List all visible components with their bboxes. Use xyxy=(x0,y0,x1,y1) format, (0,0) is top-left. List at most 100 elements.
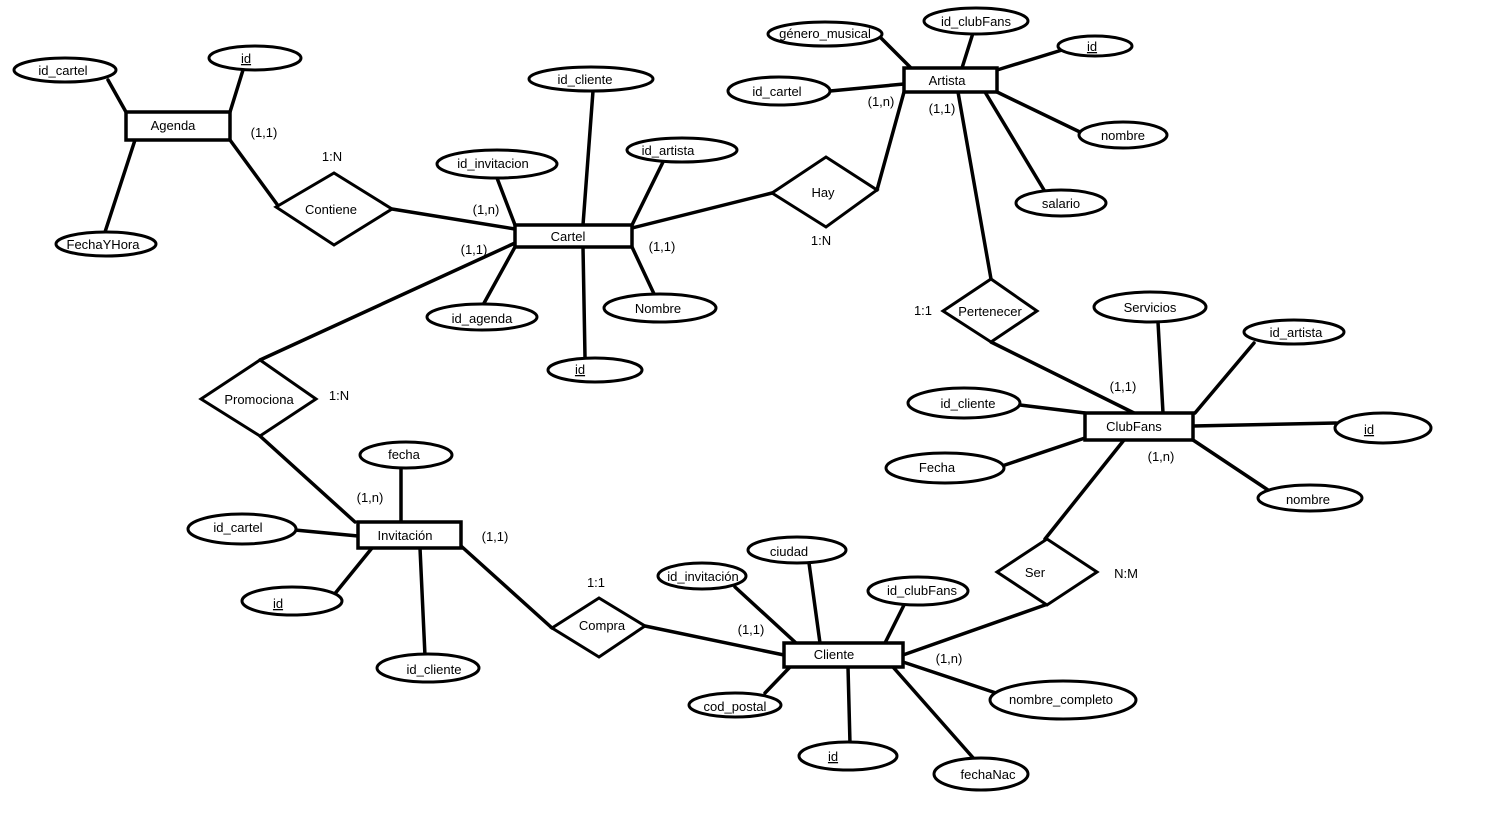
attribute-clubfans-servicios: Servicios xyxy=(1092,290,1208,324)
attribute-artista-id-clubfans-label: id_clubFans xyxy=(941,14,1012,29)
cardinality-artista-hay: (1,n) xyxy=(868,94,895,109)
attribute-clubfans-fecha-label: Fecha xyxy=(919,460,956,475)
ratio-promociona: 1:N xyxy=(329,388,349,403)
ratio-compra: 1:1 xyxy=(587,575,605,590)
cardinality-artista-pertenecer: (1,1) xyxy=(929,101,956,116)
attribute-clubfans-id-artista: id_artista xyxy=(1242,318,1346,346)
ratio-pertenecer: 1:1 xyxy=(914,303,932,318)
attribute-clubfans-id-cliente: id_cliente xyxy=(906,386,1022,420)
entity-clubfans: ClubFans xyxy=(1083,411,1195,442)
entity-invitacion-label: Invitación xyxy=(378,528,433,543)
attribute-cartel-id-cliente: id_cliente xyxy=(527,65,655,93)
attribute-clubfans-id-artista-label: id_artista xyxy=(1270,325,1324,340)
cardinality-invitacion-compra: (1,1) xyxy=(482,529,509,544)
attribute-cartel-id-invitacion-label: id_invitacion xyxy=(457,156,529,171)
attribute-artista-nombre-label: nombre xyxy=(1101,128,1145,143)
attribute-cartel-id-label: id xyxy=(575,362,585,377)
attribute-artista-salario-label: salario xyxy=(1042,196,1080,211)
attribute-cartel-id-invitacion: id_invitacion xyxy=(435,148,559,180)
ratio-contiene: 1:N xyxy=(322,149,342,164)
attribute-cliente-nombre-completo: nombre_completo xyxy=(988,679,1138,721)
relationship-ser: Ser xyxy=(994,537,1100,607)
attribute-artista-salario: salario xyxy=(1014,188,1108,218)
entity-agenda: Agenda xyxy=(124,110,232,142)
attribute-cliente-ciudad: ciudad xyxy=(746,535,848,565)
relationship-hay: Hay xyxy=(769,155,880,229)
entity-clubfans-label: ClubFans xyxy=(1106,419,1162,434)
attribute-cartel-nombre: Nombre xyxy=(602,292,718,324)
attribute-cartel-id-agenda-label: id_agenda xyxy=(452,311,513,326)
attribute-clubfans-nombre-label: nombre xyxy=(1286,492,1330,507)
entity-agenda-label: Agenda xyxy=(151,118,197,133)
cardinality-invitacion-promociona: (1,n) xyxy=(357,490,384,505)
attribute-cliente-nombre-completo-label: nombre_completo xyxy=(1009,692,1113,707)
attribute-agenda-fechayhora: FechaYHora xyxy=(54,230,158,258)
relationship-promociona-label: Promociona xyxy=(224,392,294,407)
attribute-cliente-id-label: id xyxy=(828,749,838,764)
attribute-agenda-id-cartel: id_cartel xyxy=(12,56,118,84)
relationship-compra-label: Compra xyxy=(579,618,626,633)
attribute-clubfans-nombre: nombre xyxy=(1256,483,1364,513)
relationship-contiene-label: Contiene xyxy=(305,202,357,217)
relationship-promociona: Promociona xyxy=(198,358,319,438)
attribute-invitacion-id-cartel: id_cartel xyxy=(186,512,298,546)
attribute-cliente-fechanac: fechaNac xyxy=(932,756,1030,792)
attribute-invitacion-id-label: id xyxy=(273,596,283,611)
attribute-invitacion-id: id xyxy=(240,585,344,617)
entity-cliente-label: Cliente xyxy=(814,647,854,662)
attribute-cartel-id-artista: id_artista xyxy=(625,136,739,164)
attribute-cartel-id: id xyxy=(546,356,644,384)
attribute-clubfans-fecha: Fecha xyxy=(884,451,1006,485)
attribute-clubfans-servicios-label: Servicios xyxy=(1124,300,1177,315)
cardinality-cartel-promociona: (1,1) xyxy=(461,242,488,257)
relationship-pertenecer-label: Pertenecer xyxy=(958,304,1022,319)
cardinality-clubfans-pertenecer: (1,1) xyxy=(1110,379,1137,394)
attribute-invitacion-id-cliente-label: id_cliente xyxy=(407,662,462,677)
relationship-hay-label: Hay xyxy=(811,185,835,200)
entity-cliente: Cliente xyxy=(782,641,905,669)
attribute-cliente-id-invitacion-label: id_invitación xyxy=(667,569,739,584)
attribute-clubfans-id: id xyxy=(1333,411,1433,445)
attribute-artista-id-label: id xyxy=(1087,39,1097,54)
attribute-artista-id-cartel: id_cartel xyxy=(726,75,832,107)
attribute-cliente-id: id xyxy=(797,740,899,772)
attribute-agenda-id-cartel-label: id_cartel xyxy=(38,63,87,78)
attribute-invitacion-fecha-label: fecha xyxy=(388,447,421,462)
cardinality-cartel-hay: (1,1) xyxy=(649,239,676,254)
attribute-clubfans-id-label: id xyxy=(1364,422,1374,437)
attribute-artista-genero-musical-label: género_musical xyxy=(779,26,871,41)
attribute-cliente-fechanac-label: fechaNac xyxy=(961,767,1016,782)
cardinality-labels: (1,1) 1:N (1,n) (1,1) (1,1) 1:N (1,n) (1… xyxy=(251,94,1175,666)
attribute-agenda-fechayhora-label: FechaYHora xyxy=(67,237,141,252)
attribute-invitacion-id-cliente: id_cliente xyxy=(375,652,481,684)
entity-cartel-label: Cartel xyxy=(551,229,586,244)
relationship-pertenecer: Pertenecer xyxy=(940,277,1040,344)
attribute-cliente-cod-postal: cod_postal xyxy=(687,691,783,719)
attribute-cartel-id-cliente-label: id_cliente xyxy=(558,72,613,87)
attribute-cliente-id-clubfans: id_clubFans xyxy=(866,575,970,607)
attribute-artista-nombre: nombre xyxy=(1077,120,1169,150)
attribute-cliente-id-invitacion: id_invitación xyxy=(656,561,748,591)
connection-lines xyxy=(103,31,1338,762)
attribute-cartel-nombre-label: Nombre xyxy=(635,301,681,316)
attribute-agenda-id: id xyxy=(207,44,303,72)
attribute-artista-id-cartel-label: id_cartel xyxy=(752,84,801,99)
attribute-cliente-id-clubfans-label: id_clubFans xyxy=(887,583,958,598)
entity-invitacion: Invitación xyxy=(356,520,463,550)
attribute-agenda-id-label: id xyxy=(241,51,251,66)
cardinality-cliente-compra: (1,1) xyxy=(738,622,765,637)
entity-cartel: Cartel xyxy=(513,223,634,249)
relationship-contiene: Contiene xyxy=(273,171,395,247)
attribute-clubfans-id-cliente-label: id_cliente xyxy=(941,396,996,411)
attribute-artista-id: id xyxy=(1056,34,1134,58)
attribute-cliente-cod-postal-label: cod_postal xyxy=(704,699,767,714)
attribute-cartel-id-agenda: id_agenda xyxy=(425,302,539,332)
cardinality-clubfans-ser: (1,n) xyxy=(1148,449,1175,464)
attribute-artista-genero-musical: género_musical xyxy=(766,20,884,48)
entity-artista: Artista xyxy=(902,66,999,94)
entity-artista-label: Artista xyxy=(929,73,967,88)
attribute-invitacion-id-cartel-label: id_cartel xyxy=(213,520,262,535)
cardinality-agenda-contiene: (1,1) xyxy=(251,125,278,140)
ratio-hay: 1:N xyxy=(811,233,831,248)
